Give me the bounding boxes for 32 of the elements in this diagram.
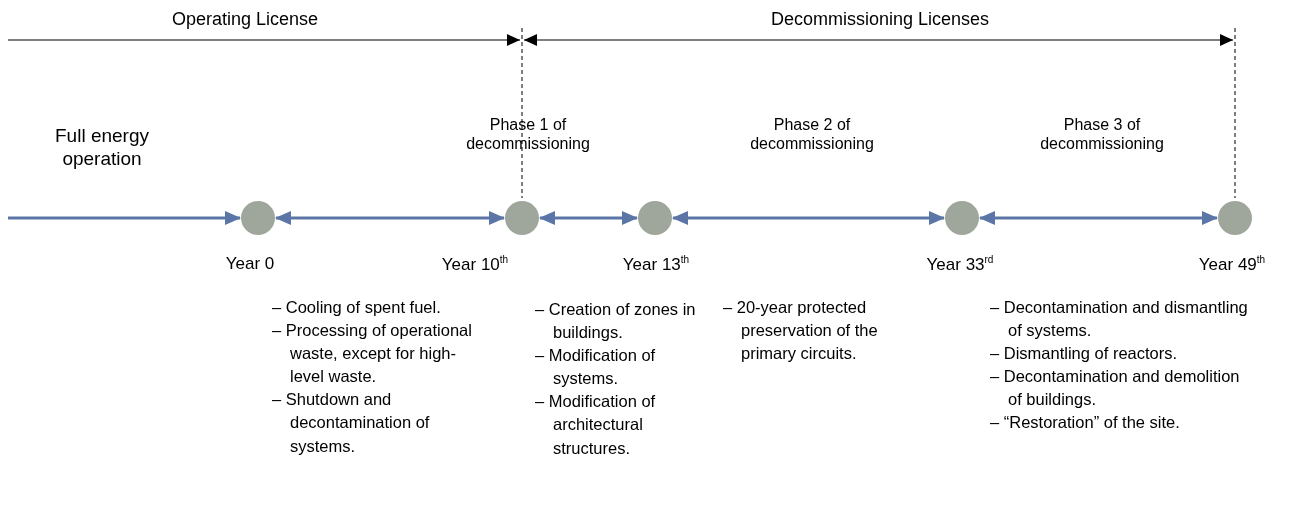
- phase-label: Phase 3 of decommissioning: [1039, 115, 1165, 154]
- period-label: Full energy operation: [54, 125, 150, 171]
- timeline-arrow: [8, 211, 241, 225]
- timeline-milestone-circle: [945, 201, 979, 235]
- phase-label: Phase 1 of decommissioning: [465, 115, 591, 154]
- task-bullet: – Creation of zones in buildings.: [535, 299, 697, 344]
- task-bullet: – 20-year protected preservation of the primary circuits.: [723, 297, 879, 365]
- task-bullet: – Decontamination and demolition of buildings.: [990, 366, 1241, 411]
- task-bullet: – “Restoration” of the site.: [990, 412, 1181, 434]
- timeline-arrow: [539, 211, 638, 225]
- task-bullet: – Processing of operational waste, except for high-level waste.: [272, 320, 473, 388]
- phase-label: Phase 2 of decommissioning: [749, 115, 875, 154]
- year-label: Year 49$^{th}$: [1198, 254, 1266, 275]
- year-label: Year 13$^{th}$: [622, 254, 690, 275]
- task-bullet: – Modification of systems.: [535, 345, 657, 390]
- task-bullet: – Modification of architectural structures.: [535, 391, 657, 459]
- license-period-label: Operating License: [170, 9, 320, 31]
- timeline-milestone-circle: [241, 201, 275, 235]
- timeline-milestone-circle: [1218, 201, 1252, 235]
- timeline-arrow: [979, 211, 1218, 225]
- timeline-arrow: [672, 211, 945, 225]
- timeline-milestone-circle: [638, 201, 672, 235]
- task-bullet: – Decontamination and dismantling of systems.: [990, 297, 1249, 342]
- license-period-label: Decommissioning Licenses: [769, 9, 991, 31]
- timeline-arrow: [275, 211, 505, 225]
- year-label: Year 0: [225, 254, 275, 274]
- task-bullet: – Cooling of spent fuel.: [272, 297, 442, 318]
- task-bullet: – Shutdown and decontamination of systems.: [272, 389, 431, 457]
- task-bullet: – Dismantling of reactors.: [990, 343, 1179, 365]
- year-label: Year 10$^{th}$: [441, 254, 509, 275]
- year-label: Year 33$^{rd}$: [926, 254, 994, 275]
- timeline-milestone-circle: [505, 201, 539, 235]
